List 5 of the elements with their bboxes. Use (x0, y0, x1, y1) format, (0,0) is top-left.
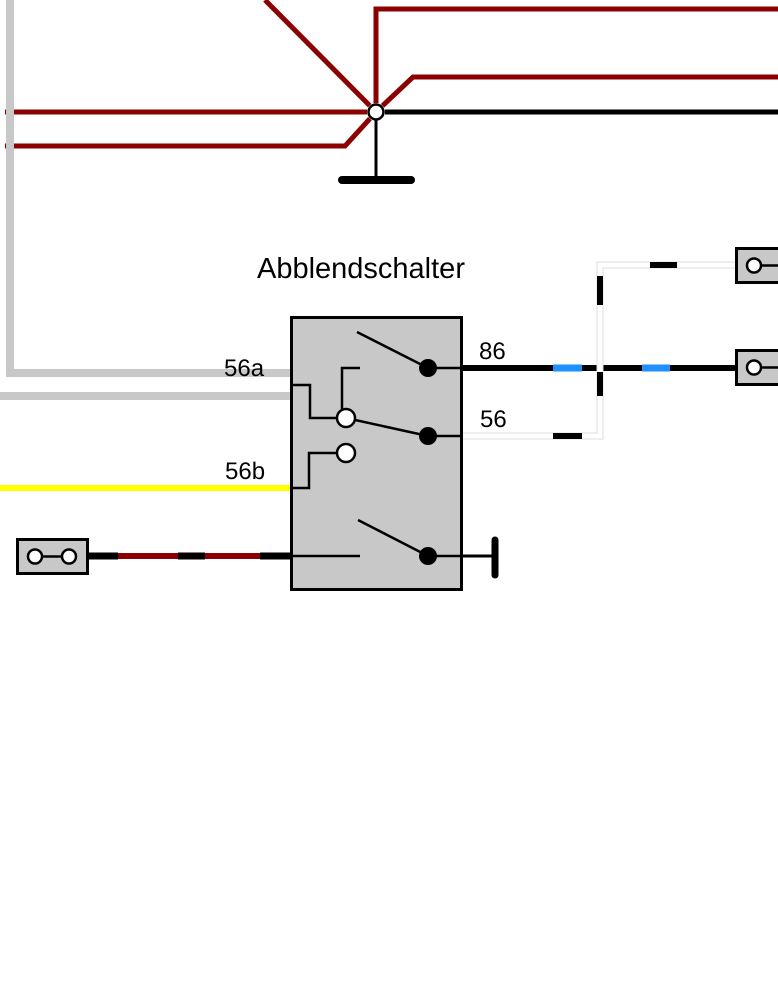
pin-label: 56a (224, 357, 264, 381)
pin-label: 86 (479, 340, 506, 364)
switch-title: Abblendschalter (256, 254, 466, 284)
pin-label: 56b (225, 460, 266, 484)
pin-label: 56 (480, 408, 507, 432)
